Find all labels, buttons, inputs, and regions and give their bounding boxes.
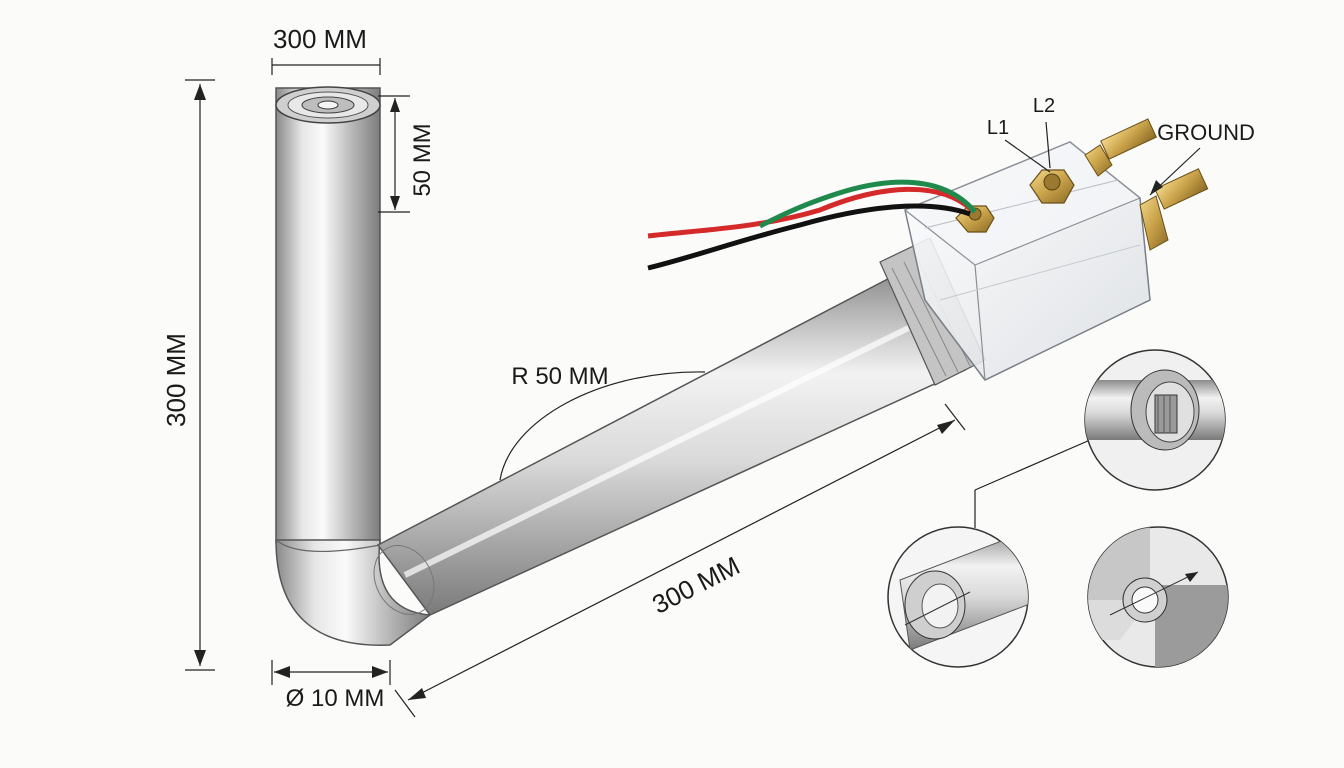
dimension-lines: [185, 58, 1201, 718]
terminal-sectional-detail: [1087, 526, 1229, 668]
tube-bend: [275, 539, 433, 646]
diameter-label: Ø 10 MM: [286, 685, 385, 712]
lead-wires: [647, 179, 977, 271]
horizontal-length-label: 300 MM: [647, 550, 744, 619]
terminal-l2-label: L2: [1033, 95, 1055, 117]
terminal-l1-label: L1: [987, 117, 1009, 139]
ground-fitting-lower: [1139, 168, 1209, 251]
dimension-arrowheads: [194, 84, 1163, 700]
ground-label: GROUND: [1157, 120, 1255, 145]
terminal-nut-l2: [1029, 169, 1075, 204]
vertical-tube: [275, 86, 381, 544]
inset-depth-label: 50 MM: [409, 123, 436, 196]
diagonal-tube: [373, 269, 967, 616]
end-cross-section-detail: [1084, 349, 1226, 491]
top-width-label: 300 MM: [273, 24, 367, 54]
bend-radius-label: R 50 MM: [511, 363, 608, 390]
tube-end-detail: [887, 526, 1029, 668]
vertical-length-label: 300 MM: [161, 333, 191, 427]
ground-fitting-upper: [1084, 118, 1158, 177]
